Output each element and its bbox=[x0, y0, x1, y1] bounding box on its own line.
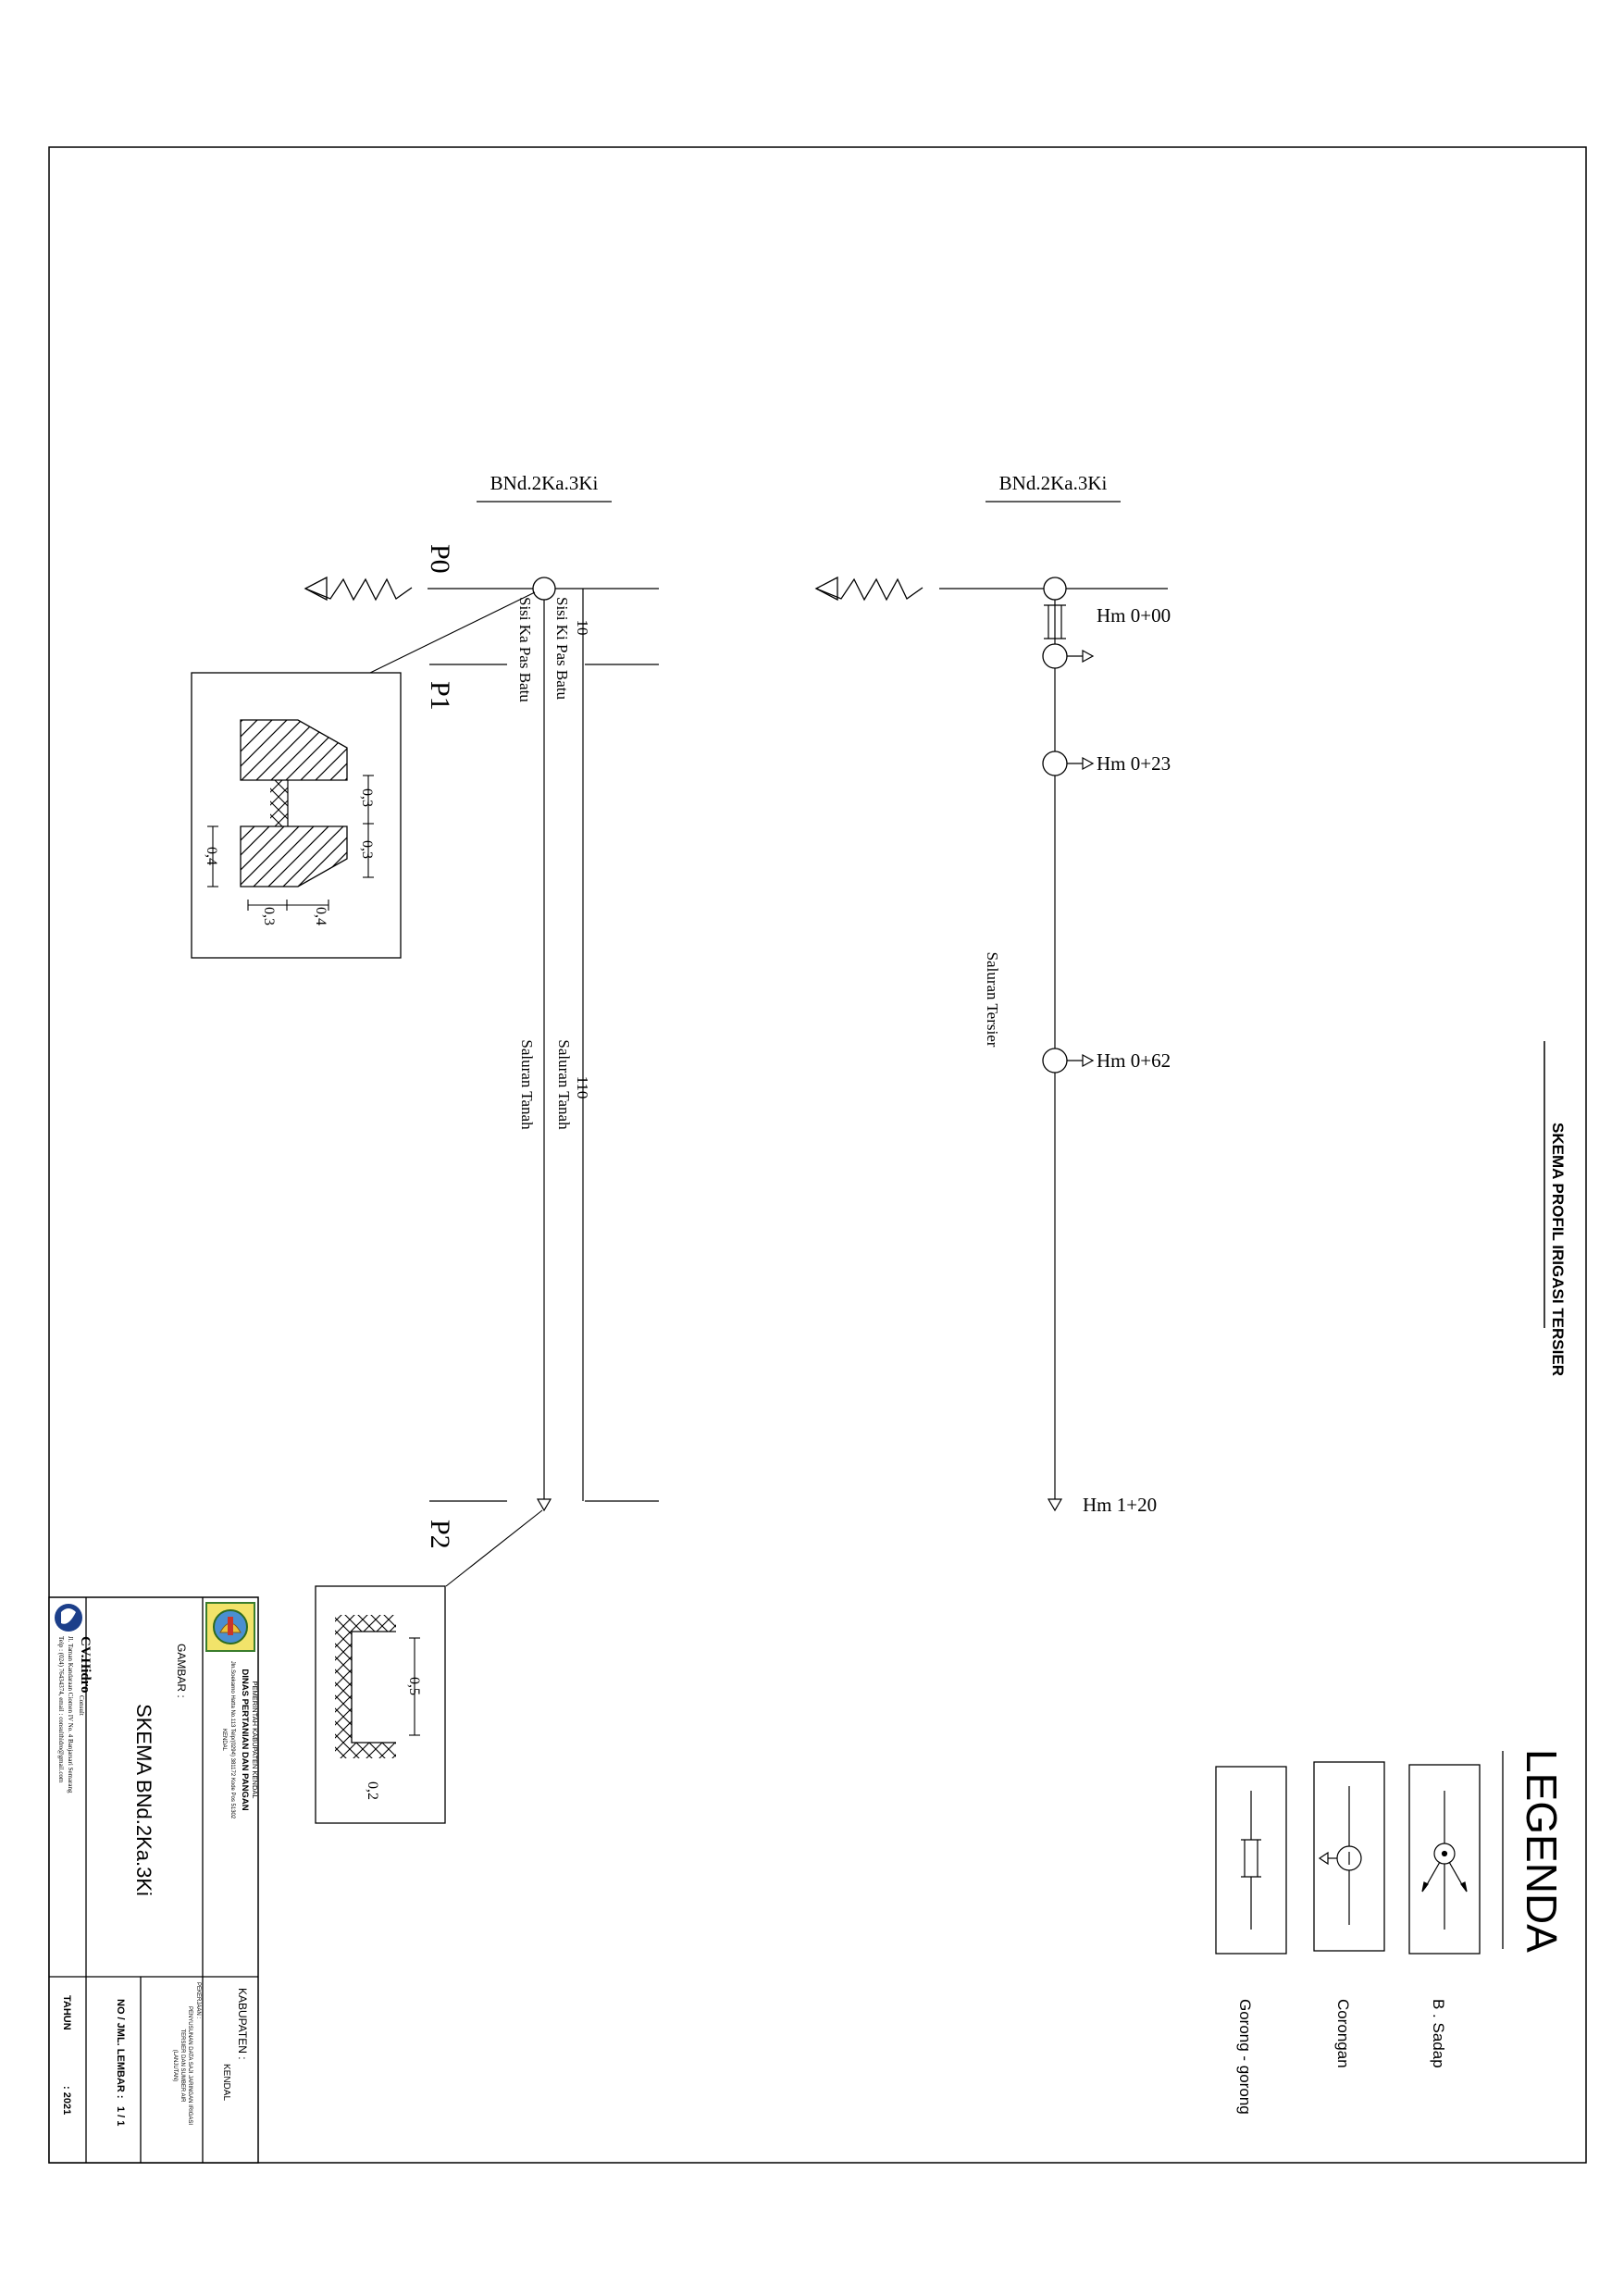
gorong-symbol-icon bbox=[1241, 1791, 1261, 1930]
stone-dim-2: 0,3 bbox=[359, 840, 375, 859]
pekerjaan-line-3: (LANJUTAN) bbox=[172, 2050, 178, 2082]
pekerjaan-line-2: TERSIER DAN SUMBER AIR bbox=[180, 2029, 185, 2103]
station-circle-0 bbox=[1042, 643, 1068, 669]
detail-earth-section: 0,5 0,2 bbox=[315, 1585, 446, 1824]
gov-line-4: KENDAL bbox=[221, 1729, 227, 1752]
detail-earth-dimensions bbox=[409, 1637, 420, 1736]
station-label-1: Hm 0+23 bbox=[1097, 752, 1171, 775]
label-sisi-ki: Sisi Ki Pas Batu bbox=[553, 597, 571, 700]
year-value: : 2021 bbox=[61, 2086, 72, 2115]
title-block-frame bbox=[48, 1596, 259, 2164]
leader-line-detail-1 bbox=[369, 591, 536, 674]
stone-dim-3: 0,4 bbox=[204, 847, 219, 865]
station-outlet-arrow-1 bbox=[1082, 756, 1095, 771]
station-circle-2 bbox=[1042, 1048, 1068, 1074]
earth-dim-depth: 0,2 bbox=[365, 1781, 380, 1800]
left-intake-circle bbox=[532, 577, 556, 601]
dimension-label-main: 110 bbox=[574, 1076, 591, 1099]
sheet-title: SKEMA PROFIL IRIGASI TERSIER bbox=[1549, 1123, 1567, 1376]
kabupaten-value: KENDAL bbox=[221, 2064, 231, 2101]
detail-stone-frame bbox=[191, 672, 402, 959]
kendal-regency-logo bbox=[205, 1602, 255, 1652]
label-sisi-ka: Sisi Ka Pas Batu bbox=[516, 597, 534, 702]
left-channel-end-arrow bbox=[536, 1498, 552, 1512]
gov-line-2: DINAS PERTANIAN DAN PANGAN bbox=[240, 1669, 250, 1810]
left-scheme-name: BNd.2Ka.3Ki bbox=[490, 472, 599, 494]
leader-line-detail-2 bbox=[445, 1509, 543, 1587]
sheet-number-value: 1 / 1 bbox=[115, 2106, 126, 2126]
right-scheme-name: BNd.2Ka.3Ki bbox=[999, 472, 1108, 494]
channel-label-tersier: Saluran Tersier bbox=[984, 952, 1001, 1048]
right-channel-end-arrow bbox=[1047, 1498, 1063, 1512]
firm-address: Jl. Taman Kandaraan Ciomen IV No. 4 Banj… bbox=[67, 1636, 74, 1793]
stone-bed-fill bbox=[270, 780, 288, 826]
right-scheme: BNd.2Ka.3Ki Hm 0+00 Hm 0+23 H bbox=[814, 472, 1171, 1516]
label-saluran-tanah-left: Saluran Tanah bbox=[518, 1039, 536, 1130]
kabupaten-label: KABUPATEN : bbox=[236, 1988, 249, 2060]
point-label-p1: P1 bbox=[425, 681, 455, 711]
legend-label-gorong: Gorong - gorong bbox=[1236, 1999, 1254, 2115]
station-outlet-arrow-2 bbox=[1082, 1053, 1095, 1068]
sheet-number-label: NO / JML. LEMBAR : bbox=[115, 1999, 126, 2099]
sheet-border bbox=[48, 146, 1587, 2164]
station-label-0: Hm 0+00 bbox=[1097, 604, 1171, 627]
gov-line-3: Jln.Soekarno Hatta No.113 Telp/(0294) 38… bbox=[229, 1661, 235, 1819]
gov-line-1: PEMERINTAH KABUPATEN KENDAL bbox=[251, 1681, 259, 1798]
stone-dim-5: 0,3 bbox=[261, 907, 277, 925]
year-label: TAHUN bbox=[61, 1995, 72, 2030]
point-label-p2: P2 bbox=[425, 1520, 455, 1549]
detail-stone-section: 0,3 0,3 0,4 0,4 0,3 bbox=[191, 672, 402, 959]
right-intake-circle bbox=[1043, 577, 1067, 601]
left-scheme: BNd.2Ka.3Ki P0 P1 P2 10 110 Sisi Ki Pas … bbox=[304, 472, 659, 1587]
label-saluran-tanah-right: Saluran Tanah bbox=[555, 1039, 573, 1130]
station-circle-1 bbox=[1042, 751, 1068, 776]
stone-wall-upper bbox=[240, 719, 348, 781]
legend: LEGENDA bbox=[1215, 1749, 1566, 2115]
stone-dim-1: 0,3 bbox=[359, 788, 375, 807]
station-label-3: Hm 1+20 bbox=[1083, 1494, 1157, 1516]
earth-channel-soil bbox=[335, 1615, 396, 1758]
dimension-label-top: 10 bbox=[574, 620, 591, 636]
cv-hidro-logo bbox=[55, 1604, 82, 1632]
earth-dim-width: 0,5 bbox=[406, 1677, 422, 1695]
right-inflow-arrow bbox=[814, 576, 924, 602]
legend-label-sadap: B . Sadap bbox=[1430, 1999, 1447, 2068]
gambar-value: SKEMA BNd.2Ka.3Ki bbox=[132, 1704, 155, 1896]
stone-wall-lower bbox=[240, 825, 348, 887]
station-outlet-arrow-0 bbox=[1082, 649, 1095, 664]
legend-title: LEGENDA bbox=[1518, 1749, 1566, 1953]
pekerjaan-line-1: PENYUSUNAN DATA SAJI JARINGAN IRIGASI bbox=[187, 2006, 192, 2125]
legend-label-corongan: Corongan bbox=[1334, 1999, 1352, 2068]
corongan-symbol-icon bbox=[1318, 1786, 1362, 1925]
gambar-label: GAMBAR : bbox=[175, 1644, 188, 1698]
detail-stone-dimensions bbox=[207, 775, 374, 911]
point-label-p0: P0 bbox=[425, 544, 455, 574]
station-label-2: Hm 0+62 bbox=[1097, 1049, 1171, 1072]
sadap-symbol-icon bbox=[1421, 1791, 1468, 1930]
left-inflow-arrow bbox=[304, 576, 413, 602]
earth-channel-profile bbox=[351, 1631, 396, 1744]
firm-contact: Telp : (024) 76434374, email : consulthi… bbox=[57, 1636, 65, 1783]
firm-name: CV.Hidro bbox=[78, 1636, 93, 1694]
pekerjaan-label: PEKERJAAN : bbox=[195, 1982, 201, 2018]
firm-sub: Consult bbox=[78, 1695, 85, 1716]
stone-dim-4: 0,4 bbox=[313, 907, 329, 925]
title-block: PEMERINTAH KABUPATEN KENDAL DINAS PERTAN… bbox=[48, 1596, 259, 2164]
